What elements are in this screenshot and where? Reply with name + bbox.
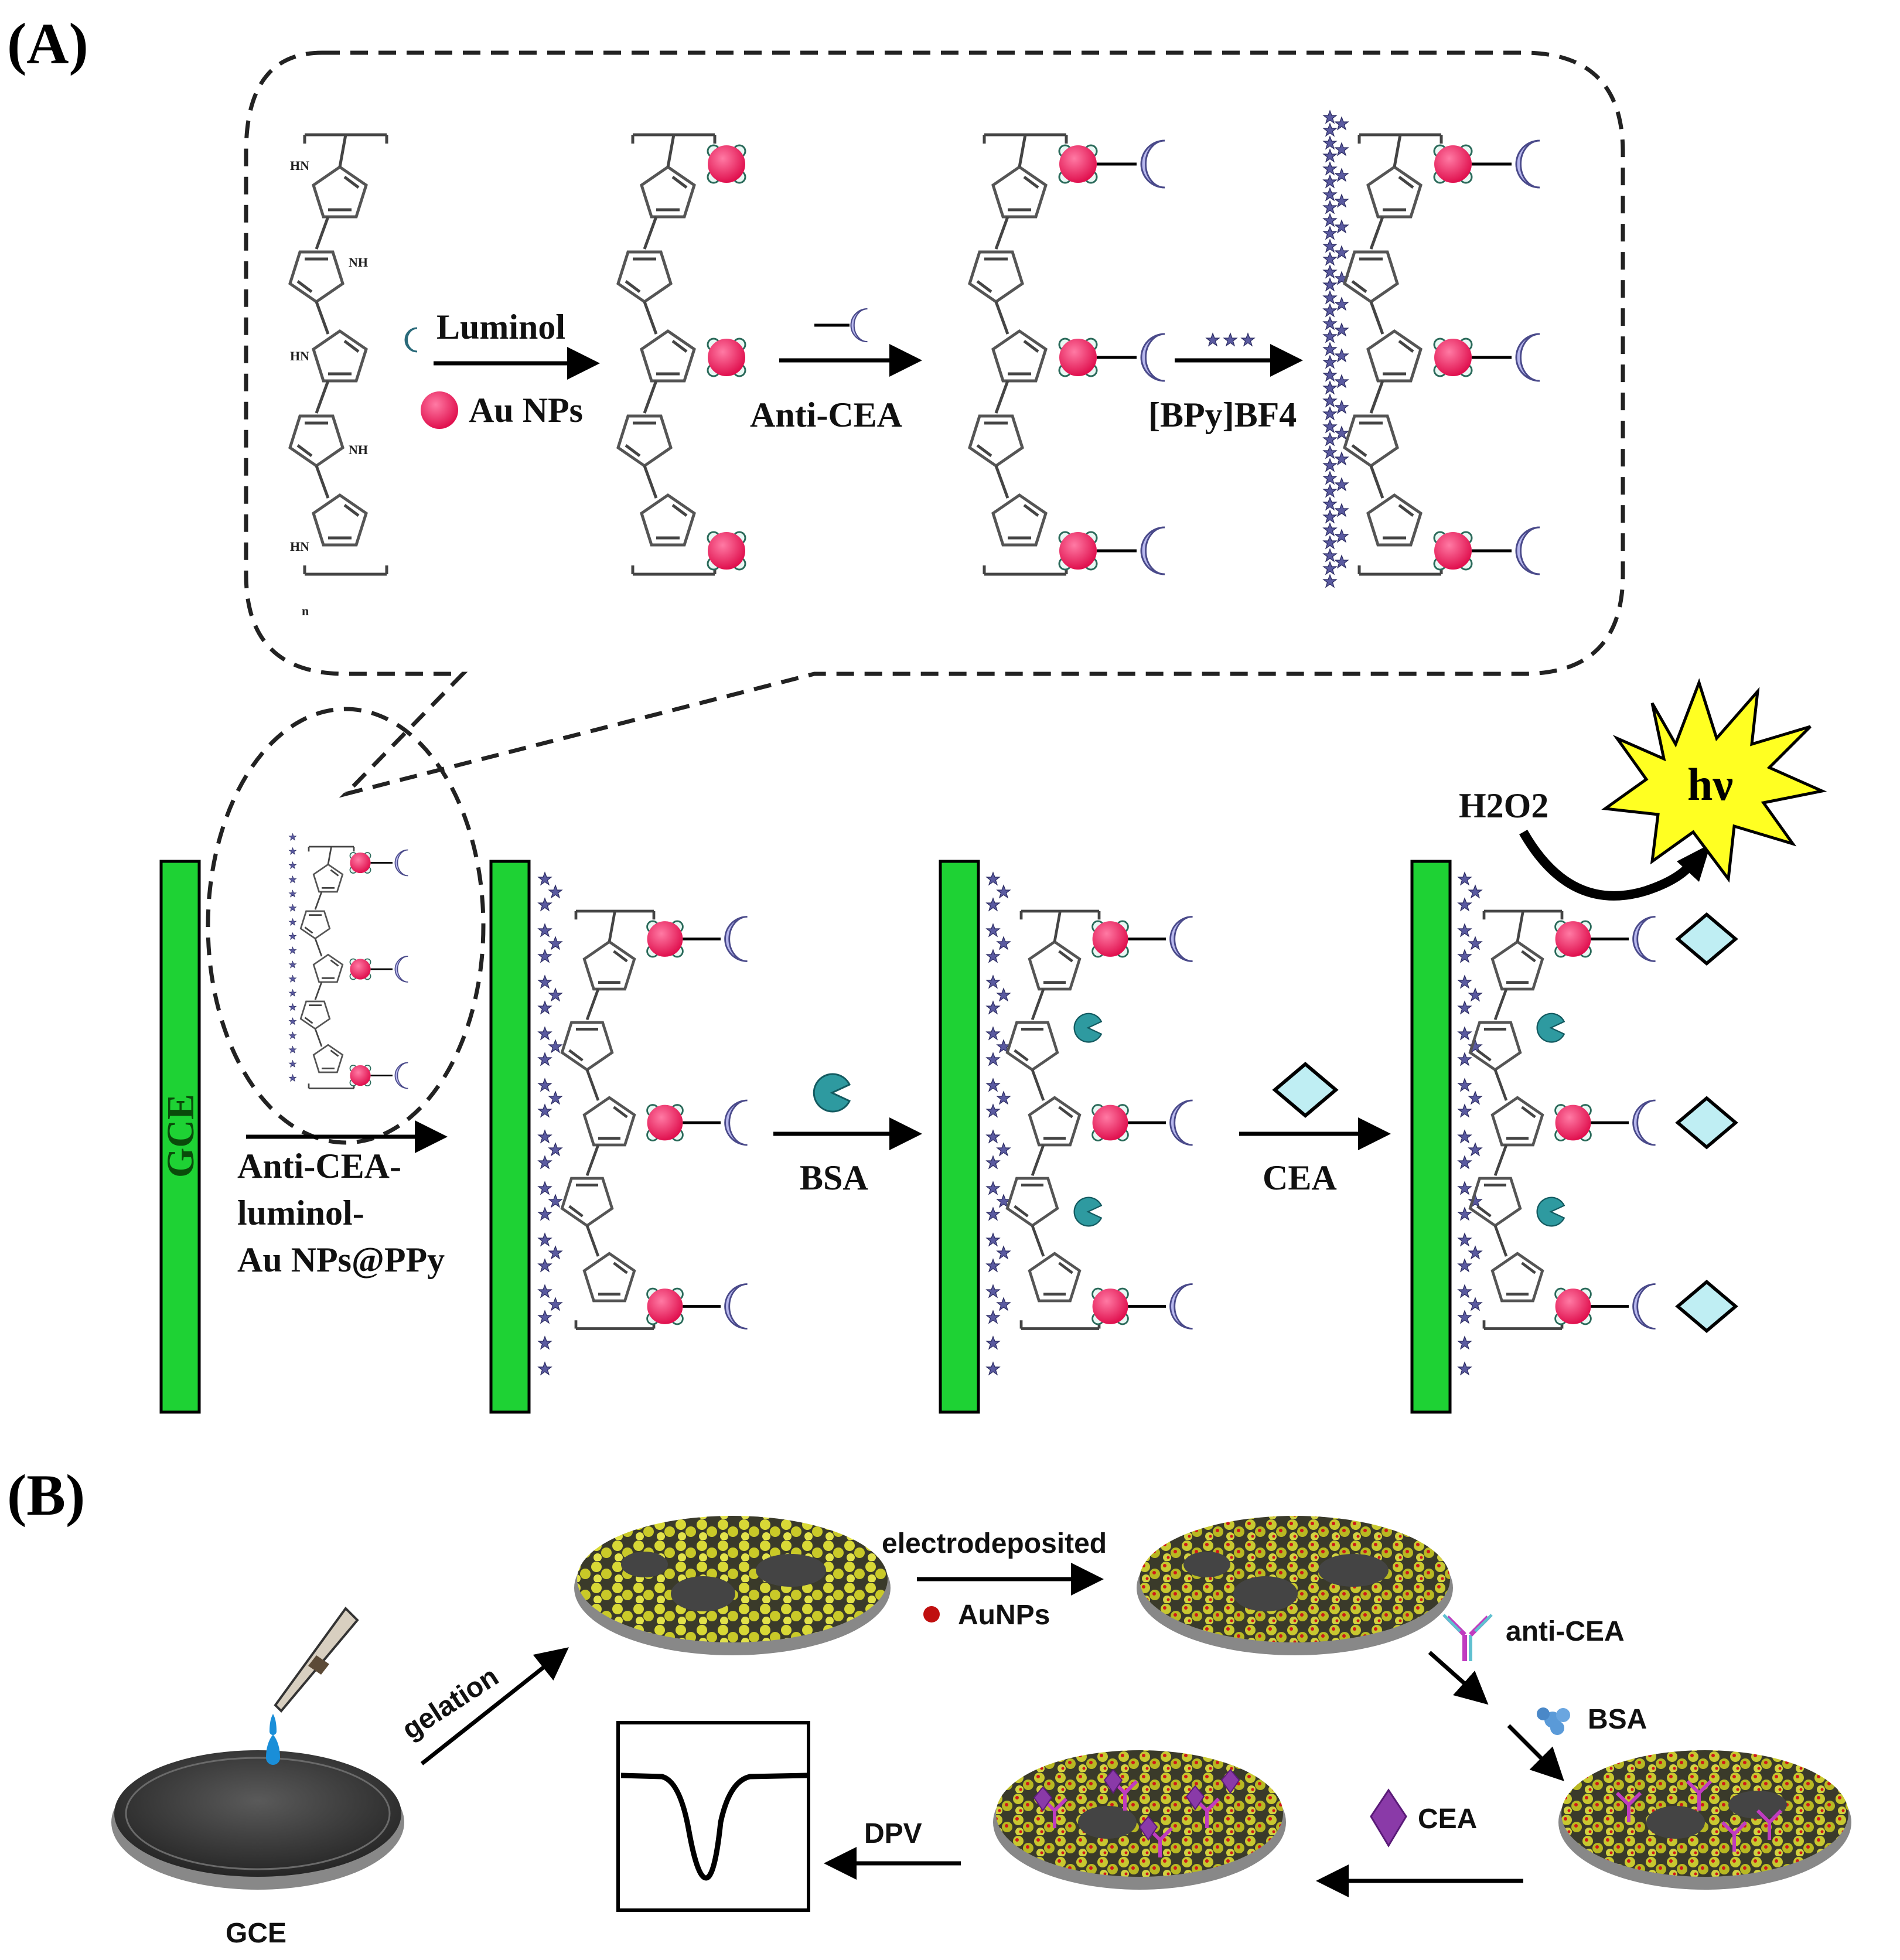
step-arrow-bsa: BSA	[773, 1073, 922, 1197]
cea-b-label: CEA	[1418, 1804, 1477, 1835]
svg-text:NH: NH	[349, 442, 368, 457]
cea-step-label: CEA	[1263, 1158, 1337, 1197]
svg-text:n: n	[302, 604, 309, 618]
step1-line3: Au NPs@PPy	[237, 1240, 445, 1279]
gel-aunp-disk	[1137, 1516, 1453, 1655]
pipette-icon	[266, 1606, 359, 1765]
aunp-icon	[421, 391, 458, 429]
aunps-label: AuNPs	[958, 1600, 1050, 1631]
electrodeposit-arrow: electrodeposited AuNPs	[882, 1528, 1107, 1631]
dpv-arrow: DPV	[824, 1818, 961, 1880]
step-arrow-ionic-liquid: [BPy]BF4	[1148, 333, 1303, 434]
gel-disk	[574, 1516, 891, 1655]
svg-text:HN: HN	[290, 158, 309, 173]
anti-cea-arrow: anti-CEA	[1428, 1614, 1625, 1705]
gelation-arrow: gelation	[397, 1647, 569, 1765]
step-arrow-anti-cea: Anti-CEA	[750, 308, 922, 434]
anti-cea-label: Anti-CEA	[750, 396, 902, 434]
step1-line1: Anti-CEA-	[237, 1147, 401, 1185]
luminol-label: Luminol	[436, 308, 565, 346]
electrode-bsa-blocked	[939, 860, 1194, 1414]
aunp-label: Au NPs	[469, 391, 583, 430]
dpv-label: DPV	[864, 1818, 922, 1849]
step-arrow-cea: CEA	[1239, 1064, 1391, 1197]
step1-line2: luminol-	[237, 1194, 364, 1232]
star-layer	[1323, 110, 1349, 588]
aunp-dot-icon	[923, 1606, 940, 1622]
svg-text:HN: HN	[290, 349, 309, 363]
ppy-chain-antibody	[970, 135, 1166, 574]
bsa-cluster-icon	[1537, 1707, 1570, 1735]
cea-diamond-icon	[1370, 1788, 1407, 1847]
electrode-bare: GCE	[159, 860, 202, 1414]
light-burst-icon	[1601, 678, 1827, 883]
blocked-disk	[1558, 1750, 1851, 1890]
electrode-cea-bound	[1410, 860, 1735, 1414]
bsa-arrow: BSA	[1507, 1704, 1647, 1781]
svg-text:NH: NH	[349, 255, 368, 270]
h2o2-label: H2O2	[1459, 786, 1548, 825]
electrode-modified	[489, 860, 749, 1414]
bpy-bf4-label: [BPy]BF4	[1148, 396, 1297, 434]
gce-label: GCE	[159, 1094, 202, 1178]
panel-a-label: (A)	[7, 11, 88, 76]
zoom-callout-box	[244, 50, 1625, 798]
zoom-source-ellipse	[206, 707, 486, 1145]
panel-b-label: (B)	[7, 1463, 85, 1528]
ecl-emission: H2O2 hν	[1459, 678, 1827, 901]
cea-b-arrow: CEA	[1316, 1788, 1523, 1897]
bsa-icon	[813, 1073, 851, 1113]
antibody-y-icon	[1442, 1614, 1493, 1661]
bsa-step-label: BSA	[800, 1158, 868, 1197]
ppy-chain-labels-1: HN NH HN NH HN n	[290, 158, 368, 618]
step-arrow-immobilize: Anti-CEA- luminol- Au NPs@PPy	[237, 1120, 448, 1279]
hv-label: hν	[1687, 759, 1733, 810]
electrodeposited-label: electrodeposited	[882, 1528, 1107, 1559]
mini-composite	[289, 833, 409, 1088]
luminol-icon	[404, 327, 418, 353]
svg-text:HN: HN	[290, 539, 309, 554]
ppy-chain-with-il	[1323, 110, 1541, 588]
ppy-chain-aunp	[618, 135, 746, 574]
dpv-peak-curve	[620, 1772, 808, 1881]
bsa-b-label: BSA	[1588, 1704, 1647, 1735]
cea-icon	[1275, 1064, 1336, 1116]
step-arrow-luminol-aunp: Luminol Au NPs	[404, 308, 600, 430]
gce-disk-bare: GCE	[111, 1750, 404, 1949]
gelation-label: gelation	[397, 1661, 504, 1746]
gce-disk-label: GCE	[226, 1918, 286, 1949]
dpv-plot	[616, 1721, 810, 1912]
anti-cea-b-label: anti-CEA	[1506, 1616, 1625, 1647]
antigen-disk	[993, 1750, 1286, 1890]
